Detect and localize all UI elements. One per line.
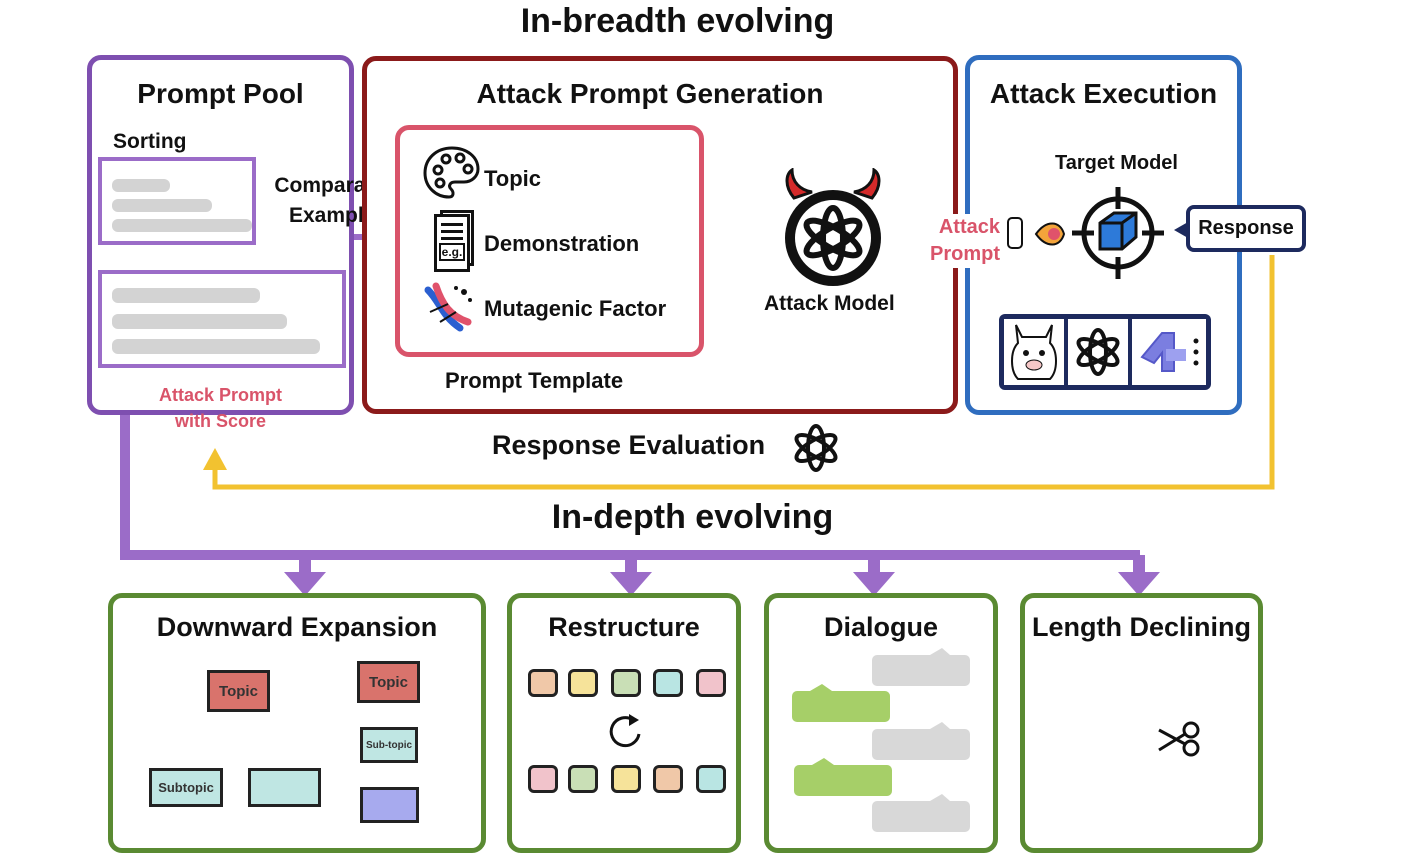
dna-icon xyxy=(424,282,472,332)
sorted-card-top xyxy=(98,157,256,245)
tree-leaf-node xyxy=(360,787,419,823)
block-pink xyxy=(696,669,726,697)
tree-subtopic-node: Subtopic xyxy=(149,768,223,807)
prompt-template-label: Prompt Template xyxy=(445,368,624,393)
document-icon: e.g. xyxy=(432,210,476,272)
prompt-pool-panel: Prompt Pool Sorting Attack Prompt with S… xyxy=(87,55,354,431)
block-pink-2 xyxy=(528,765,558,793)
sorted-card-bottom xyxy=(98,270,346,368)
target-models-strip xyxy=(999,314,1211,390)
scissors-icon xyxy=(1158,721,1200,757)
block-orange-2 xyxy=(653,765,683,793)
prompt-template-box: Topic e.g. Demonstration Mutagenic Facto… xyxy=(395,125,704,357)
block-yellow-2 xyxy=(611,765,641,793)
response-evaluation-label: Response Evaluation xyxy=(492,430,766,460)
dialogue-bubble-green-1 xyxy=(792,691,890,722)
prompt-pool-title: Prompt Pool xyxy=(137,78,304,109)
tree-topic-node: Topic xyxy=(207,670,270,712)
tree-topic-node-2: Topic xyxy=(357,661,420,703)
in-depth-title: In-depth evolving xyxy=(551,498,834,536)
attack-model-icon xyxy=(785,168,881,286)
block-green-2 xyxy=(568,765,598,793)
restructure-title: Restructure xyxy=(548,612,700,642)
template-item-topic: Topic xyxy=(484,166,542,191)
downward-expansion-box: Downward Expansion xyxy=(108,593,486,853)
restructure-box: Restructure xyxy=(507,593,741,853)
purple-depth-line xyxy=(120,415,1140,560)
evaluation-openai-icon xyxy=(794,424,838,472)
block-green xyxy=(611,669,641,697)
block-yellow xyxy=(568,669,598,697)
downward-expansion-title: Downward Expansion xyxy=(156,612,438,642)
in-breadth-title: In-breadth evolving xyxy=(520,2,835,40)
template-item-demonstration: Demonstration xyxy=(484,231,640,256)
model-logo-icon xyxy=(1132,319,1206,385)
sorting-label: Sorting xyxy=(113,130,187,153)
block-cyan-2 xyxy=(696,765,726,793)
restructure-cycle-icon xyxy=(609,714,641,748)
dialogue-bubble-grey-1 xyxy=(872,655,970,686)
attack-model-label: Attack Model xyxy=(764,292,895,315)
target-model-label: Target Model xyxy=(1055,152,1178,174)
execution-title: Attack Execution xyxy=(989,78,1218,109)
dialogue-bubble-grey-2 xyxy=(872,729,970,760)
punch-icon xyxy=(1007,217,1066,249)
response-label: Response xyxy=(1198,217,1294,239)
response-bubble: Response xyxy=(1186,205,1306,252)
target-crosshair-icon xyxy=(1072,187,1164,279)
attack-prompt-score-label: Attack Prompt with Score xyxy=(158,385,283,431)
llama-icon xyxy=(1004,319,1064,385)
openai-icon xyxy=(1068,319,1128,385)
dialogue-title: Dialogue xyxy=(823,612,938,642)
attack-prompt-label: Attack Prompt xyxy=(920,214,1000,268)
template-item-mutagenic: Mutagenic Factor xyxy=(484,296,667,321)
block-cyan xyxy=(653,669,683,697)
dialogue-bubble-green-2 xyxy=(794,765,892,796)
block-orange xyxy=(528,669,558,697)
tree-subtopic-empty-node xyxy=(248,768,321,807)
yellow-loop-line xyxy=(212,255,1275,490)
purple-down-arrows xyxy=(284,555,1160,596)
dialogue-bubble-grey-3 xyxy=(872,801,970,832)
generation-title: Attack Prompt Generation xyxy=(476,78,824,109)
length-declining-box: Length Declining xyxy=(1020,593,1263,853)
yellow-up-arrow xyxy=(203,448,227,470)
palette-icon xyxy=(423,146,480,199)
tree-subtopic-node-2: Sub-topic xyxy=(360,727,418,763)
length-declining-title: Length Declining xyxy=(1032,612,1251,642)
